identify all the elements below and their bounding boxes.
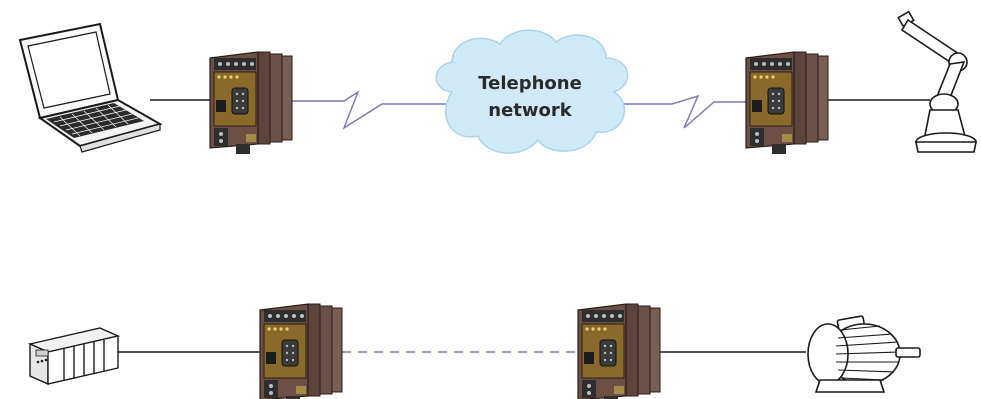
phone-line-left	[292, 90, 448, 130]
modem-icon	[745, 51, 829, 155]
modem-icon	[259, 303, 343, 399]
cloud-label: Telephone network	[440, 70, 620, 124]
motor-icon	[807, 315, 921, 393]
modem-icon	[209, 51, 293, 155]
cloud-label-line2: network	[488, 100, 572, 121]
cloud-icon	[435, 29, 629, 154]
phone-line-right	[614, 94, 748, 129]
laptop-icon	[18, 22, 163, 153]
modem-icon	[577, 303, 661, 399]
robot-arm-icon	[897, 10, 977, 153]
plc-icon	[27, 327, 121, 386]
cloud-label-line1: Telephone	[478, 73, 582, 94]
